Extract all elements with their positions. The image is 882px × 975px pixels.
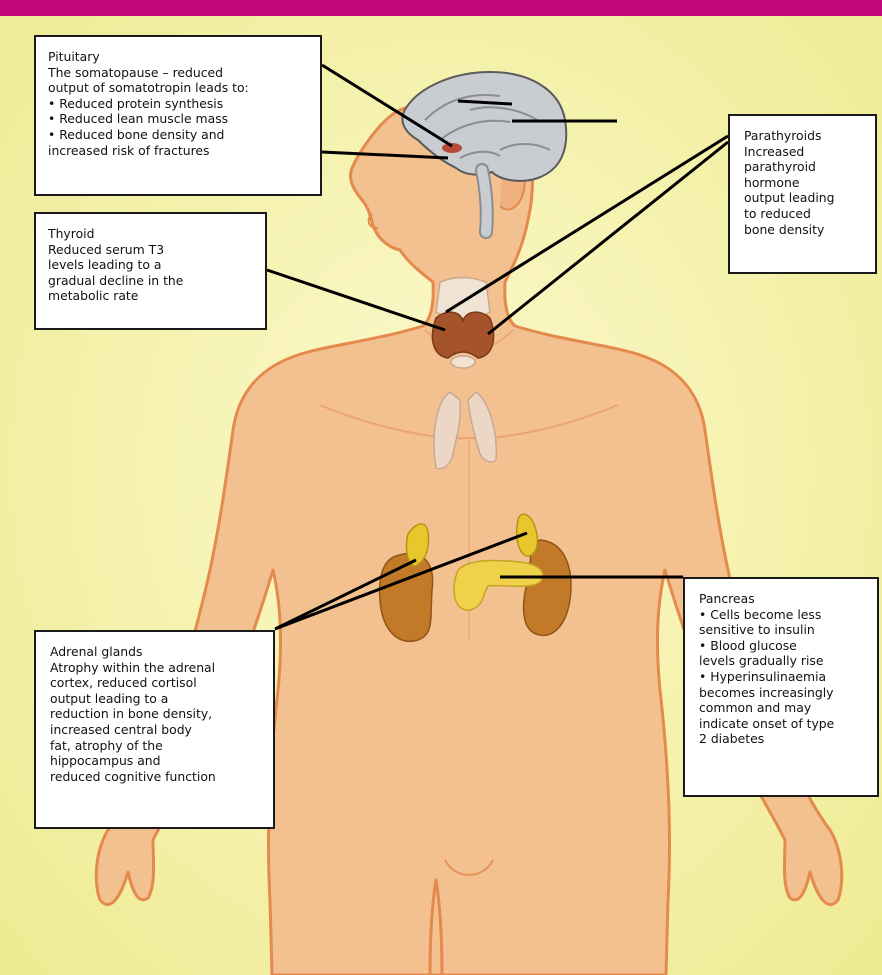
parathyroids-line: hormone xyxy=(744,175,867,191)
thyroid-line: gradual decline in the xyxy=(48,273,257,289)
pituitary-line: increased risk of fractures xyxy=(48,143,312,159)
parathyroids-callout: Parathyroids Increased parathyroid hormo… xyxy=(728,114,877,274)
adrenal-line: increased central body xyxy=(50,722,265,738)
pituitary-title: Pituitary xyxy=(48,49,312,65)
adrenal-line: cortex, reduced cortisol xyxy=(50,675,265,691)
pancreas-line: 2 diabetes xyxy=(699,731,869,747)
pancreas-line: levels gradually rise xyxy=(699,653,869,669)
pituitary-bullet: Reduced lean muscle mass xyxy=(48,111,312,127)
adrenal-line: hippocampus and xyxy=(50,753,265,769)
adrenal-callout: Adrenal glands Atrophy within the adrena… xyxy=(34,630,275,829)
pancreas-title: Pancreas xyxy=(699,591,869,607)
pancreas-bullet: Hyperinsulinaemia xyxy=(699,669,869,685)
pancreas-line: becomes increasingly xyxy=(699,685,869,701)
pituitary-line: The somatopause – reduced xyxy=(48,65,312,81)
parathyroids-title: Parathyroids xyxy=(744,128,867,144)
adrenal-line: reduction in bone density, xyxy=(50,706,265,722)
pancreas-callout: Pancreas Cells become less sensitive to … xyxy=(683,577,879,797)
adrenal-line: fat, atrophy of the xyxy=(50,738,265,754)
parathyroids-line: bone density xyxy=(744,222,867,238)
parathyroids-line: output leading xyxy=(744,190,867,206)
adrenal-line: output leading to a xyxy=(50,691,265,707)
adrenal-line: Atrophy within the adrenal xyxy=(50,660,265,676)
pancreas-line: common and may xyxy=(699,700,869,716)
adrenal-line: reduced cognitive function xyxy=(50,769,265,785)
parathyroids-line: parathyroid xyxy=(744,159,867,175)
pituitary-callout: Pituitary The somatopause – reduced outp… xyxy=(34,35,322,196)
parathyroids-line: Increased xyxy=(744,144,867,160)
thyroid-line: levels leading to a xyxy=(48,257,257,273)
thyroid-callout: Thyroid Reduced serum T3 levels leading … xyxy=(34,212,267,330)
pancreas-bullet: Cells become less xyxy=(699,607,869,623)
thyroid-title: Thyroid xyxy=(48,226,257,242)
pancreas-line: indicate onset of type xyxy=(699,716,869,732)
pituitary-bullet: Reduced bone density and xyxy=(48,127,312,143)
pituitary-bullet: Reduced protein synthesis xyxy=(48,96,312,112)
parathyroids-line: to reduced xyxy=(744,206,867,222)
thyroid-line: Reduced serum T3 xyxy=(48,242,257,258)
thyroid-line: metabolic rate xyxy=(48,288,257,304)
pancreas-bullet: Blood glucose xyxy=(699,638,869,654)
pancreas-line: sensitive to insulin xyxy=(699,622,869,638)
adrenal-title: Adrenal glands xyxy=(50,644,265,660)
pituitary-line: output of somatotropin leads to: xyxy=(48,80,312,96)
